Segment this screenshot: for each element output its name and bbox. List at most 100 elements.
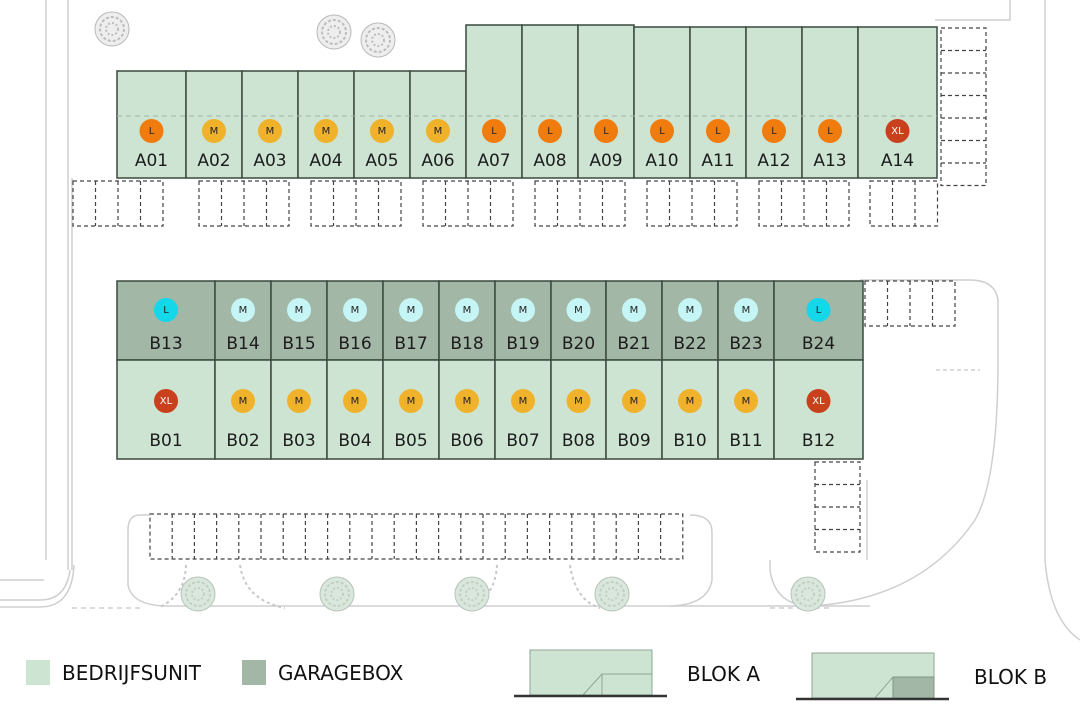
size-badge-m: M xyxy=(399,389,423,413)
legend-blok-a-diagram xyxy=(514,649,667,698)
legend: BEDRIJFSUNIT GARAGEBOX BLOK A BLOK B xyxy=(26,649,1047,701)
tree-icon xyxy=(180,576,216,612)
unit-b05[interactable]: M B05 xyxy=(382,359,440,460)
size-badge-label: M xyxy=(463,305,472,316)
unit-label: A13 xyxy=(813,151,846,171)
size-badge-circle xyxy=(343,298,367,322)
unit-label: A04 xyxy=(309,151,342,171)
size-badge-circle xyxy=(566,298,591,322)
size-badge-m: M xyxy=(678,389,702,413)
parking-row xyxy=(198,180,290,227)
unit-label: A08 xyxy=(533,151,566,171)
size-badge-m: M xyxy=(426,119,450,143)
unit-label: B14 xyxy=(226,334,259,354)
size-badge-circle xyxy=(399,389,423,413)
parking-row xyxy=(646,180,738,227)
unit-a06[interactable]: M A06 xyxy=(409,70,467,179)
size-badge-circle xyxy=(426,119,450,143)
size-badge-m: M xyxy=(455,298,479,322)
size-badge-label: M xyxy=(351,396,360,407)
size-badge-circle xyxy=(734,298,758,322)
size-badge-circle xyxy=(622,389,646,413)
size-badge-label: M xyxy=(407,305,416,316)
unit-b21[interactable]: M B21 xyxy=(605,280,663,361)
parking-row xyxy=(310,180,402,227)
size-badge-circle xyxy=(399,298,423,322)
unit-label: B08 xyxy=(562,431,595,451)
unit-label: A06 xyxy=(421,151,454,171)
unit-b04[interactable]: M B04 xyxy=(326,359,384,460)
unit-label: B19 xyxy=(506,334,539,354)
legend-label-bedrijfsunit: BEDRIJFSUNIT xyxy=(62,661,202,685)
size-badge-m: M xyxy=(202,119,226,143)
unit-a13[interactable]: L A13 xyxy=(801,26,859,179)
size-badge-label: M xyxy=(351,305,360,316)
unit-label: B21 xyxy=(617,334,650,354)
unit-outline xyxy=(689,26,747,179)
unit-label: B04 xyxy=(338,431,371,451)
size-badge-circle xyxy=(622,298,646,322)
size-badge-label: M xyxy=(295,305,304,316)
size-badge-circle xyxy=(258,119,282,143)
size-badge-m: M xyxy=(343,298,367,322)
unit-label: B05 xyxy=(394,431,427,451)
size-badge-label: XL xyxy=(812,396,825,407)
size-badge-circle xyxy=(538,119,562,143)
size-badge-m: M xyxy=(622,389,646,413)
size-badge-m: M xyxy=(566,298,591,322)
size-badge-label: M xyxy=(574,305,583,316)
unit-b14[interactable]: M B14 xyxy=(214,280,272,361)
tree-icon xyxy=(454,576,490,612)
tree-icon xyxy=(790,576,826,612)
size-badge-l: L xyxy=(706,119,730,143)
size-badge-l: L xyxy=(762,119,786,143)
size-badge-circle xyxy=(202,119,226,143)
blok-b-garageboxes: LB13MB14MB15MB16MB17MB18MB19MB20MB21MB22… xyxy=(116,280,864,361)
parking-row xyxy=(758,180,850,227)
unit-b19[interactable]: M B19 xyxy=(494,280,552,361)
size-badge-label: L xyxy=(603,126,609,137)
parking-row xyxy=(149,513,684,560)
size-badge-circle xyxy=(455,389,479,413)
size-badge-m: M xyxy=(511,298,535,322)
size-badge-label: M xyxy=(239,305,248,316)
size-badge-l: L xyxy=(818,119,842,143)
size-badge-m: M xyxy=(622,298,646,322)
unit-label: B11 xyxy=(729,431,762,451)
size-badge-circle xyxy=(734,389,758,413)
size-badge-label: M xyxy=(239,396,248,407)
size-badge-m: M xyxy=(678,298,702,322)
